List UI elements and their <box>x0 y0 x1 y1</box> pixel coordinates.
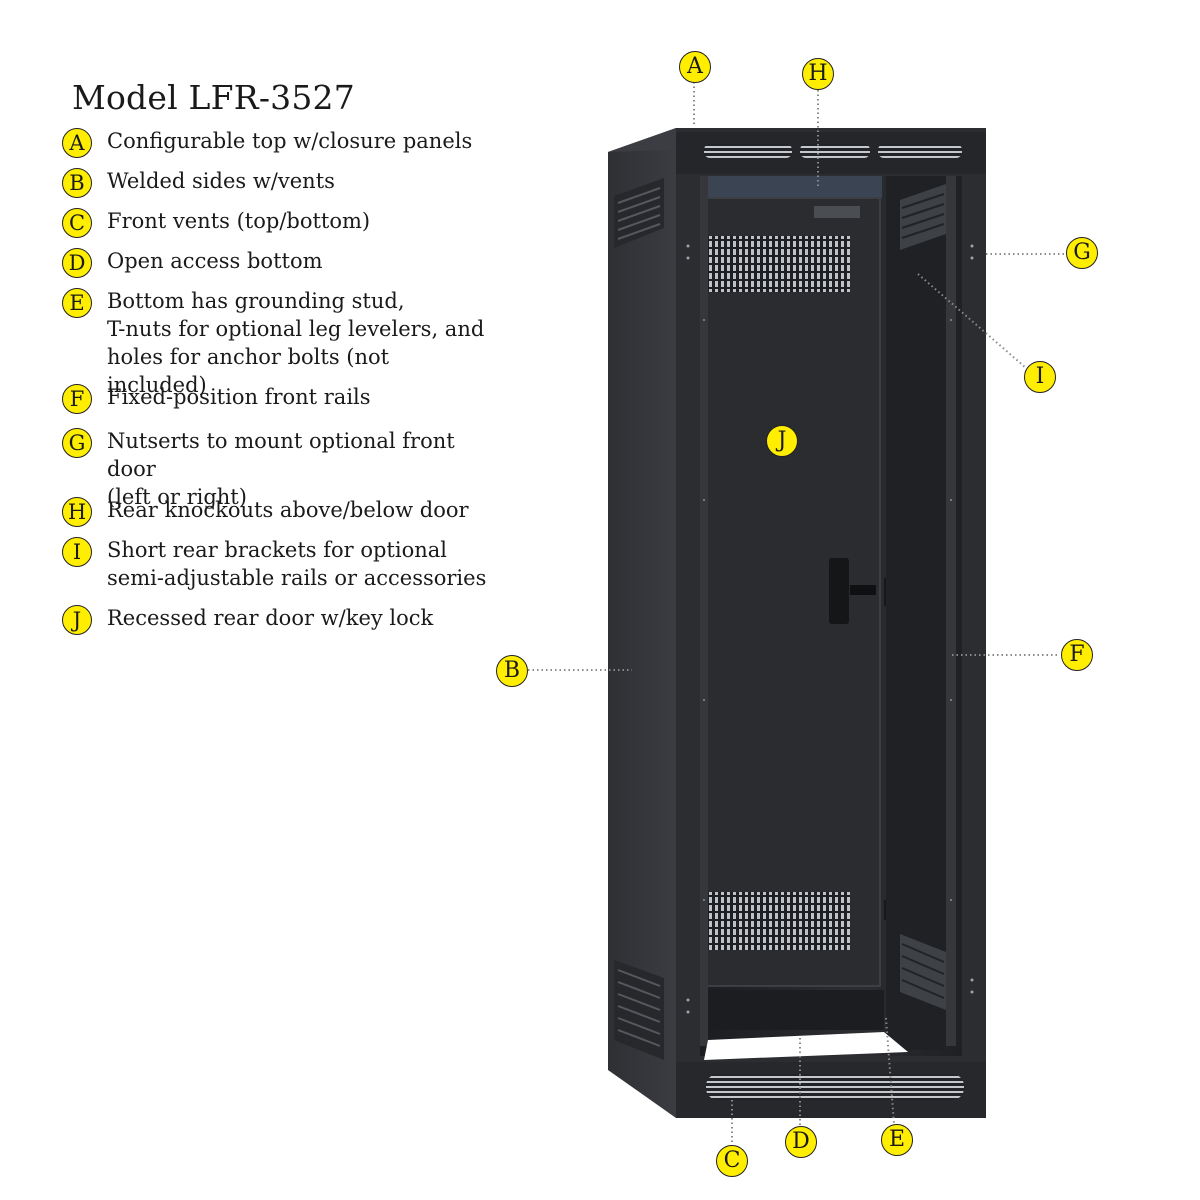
legend-badge-h: H <box>62 497 92 527</box>
legend-text-j: Recessed rear door w/key lock <box>107 606 434 630</box>
legend-badge-b: B <box>62 168 92 198</box>
legend-item-j: J Recessed rear door w/key lock <box>62 605 433 635</box>
legend-item-b: B Welded sides w/vents <box>62 168 335 198</box>
front-rail-left <box>700 176 708 1046</box>
legend-badge-g: G <box>62 428 92 458</box>
legend-item-e: E Bottom has grounding stud, T-nuts for … <box>62 288 492 399</box>
legend-item-a: A Configurable top w/closure panels <box>62 128 472 158</box>
callout-g: G <box>1066 237 1098 269</box>
right-interior-wall <box>886 176 962 1050</box>
door-vent-bottom <box>706 892 850 950</box>
legend-item-c: C Front vents (top/bottom) <box>62 208 370 238</box>
legend-text-i: Short rear brackets for optional semi-ad… <box>107 538 487 590</box>
rear-knockout-bottom <box>708 990 884 1030</box>
legend-badge-j: J <box>62 605 92 635</box>
legend-text-f: Fixed-position front rails <box>107 385 371 409</box>
legend-text-h: Rear knockouts above/below door <box>107 498 469 522</box>
callout-c: C <box>716 1145 748 1177</box>
page-title: Model LFR-3527 <box>72 78 355 117</box>
legend-text-a: Configurable top w/closure panels <box>107 129 473 153</box>
legend-badge-c: C <box>62 208 92 238</box>
bottom-opening <box>704 1032 908 1060</box>
legend-text-c: Front vents (top/bottom) <box>107 209 371 233</box>
legend-badge-d: D <box>62 248 92 278</box>
callout-j: J <box>766 425 798 457</box>
callout-a: A <box>679 51 711 83</box>
legend-item-f: F Fixed-position front rails <box>62 384 371 414</box>
legend-text-d: Open access bottom <box>107 249 323 273</box>
legend-item-i: I Short rear brackets for optional semi-… <box>62 537 486 592</box>
door-vent-top <box>706 236 850 292</box>
callout-f: F <box>1061 639 1093 671</box>
rear-knockout-top <box>702 176 882 198</box>
legend-text-g: Nutserts to mount optional front door (l… <box>107 429 455 509</box>
legend-badge-a: A <box>62 128 92 158</box>
legend-badge-f: F <box>62 384 92 414</box>
legend-badge-e: E <box>62 288 92 318</box>
callout-b: B <box>496 655 528 687</box>
legend-item-g: G Nutserts to mount optional front door … <box>62 428 492 511</box>
legend-badge-i: I <box>62 537 92 567</box>
legend-item-d: D Open access bottom <box>62 248 323 278</box>
legend-text-e: Bottom has grounding stud, T-nuts for op… <box>107 289 485 397</box>
callout-i: I <box>1024 361 1056 393</box>
left-side-panel <box>608 128 676 1118</box>
callout-e: E <box>881 1124 913 1156</box>
legend-text-b: Welded sides w/vents <box>107 169 335 193</box>
door-lock <box>829 558 849 624</box>
legend-item-h: H Rear knockouts above/below door <box>62 497 469 527</box>
front-rail-right <box>946 176 956 1046</box>
callout-d: D <box>785 1126 817 1158</box>
callout-h: H <box>802 58 834 90</box>
